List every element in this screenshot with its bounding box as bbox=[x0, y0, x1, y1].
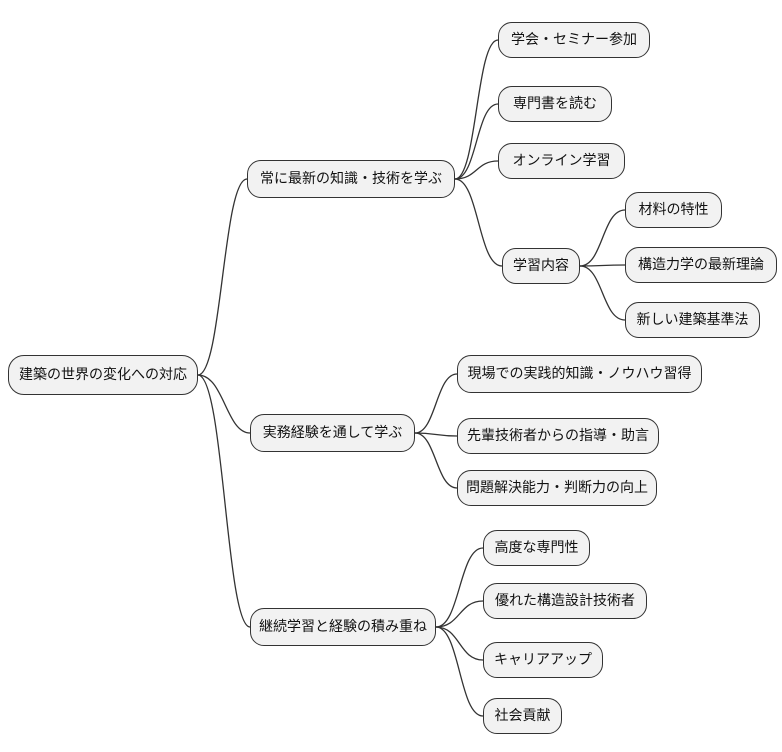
connector-root-to-branch3 bbox=[197, 374, 251, 628]
node-material-properties: 材料の特性 bbox=[625, 192, 722, 228]
connector-root-to-branch1 bbox=[197, 178, 248, 376]
node-senior-engineer-guidance: 先輩技術者からの指導・助言 bbox=[457, 418, 659, 454]
connector-branch3-to-expertise bbox=[435, 547, 484, 628]
connector-root-to-branch2 bbox=[197, 374, 251, 434]
connector-branch1-to-online bbox=[454, 160, 499, 180]
connector-branch3-to-social bbox=[435, 626, 484, 717]
node-continuous-learning-experience: 継続学習と経験の積み重ね bbox=[250, 608, 436, 646]
connector-branch2-to-onsite bbox=[414, 373, 458, 434]
node-onsite-practical-knowhow: 現場での実践的知識・ノウハウ習得 bbox=[457, 355, 702, 393]
node-structural-mechanics-theory: 構造力学の最新理論 bbox=[625, 247, 777, 283]
node-learn-through-practice: 実務経験を通して学ぶ bbox=[250, 414, 415, 452]
node-study-content: 学習内容 bbox=[502, 248, 580, 284]
node-excellent-structural-engineer: 優れた構造設計技術者 bbox=[483, 583, 647, 619]
connector-study-content-to-mechanics bbox=[579, 264, 626, 267]
node-career-advancement: キャリアアップ bbox=[483, 642, 603, 678]
connector-branch3-to-career bbox=[435, 626, 484, 661]
node-new-building-codes: 新しい建築基準法 bbox=[625, 302, 760, 338]
node-problem-solving-judgment: 問題解決能力・判断力の向上 bbox=[457, 470, 657, 506]
node-online-learning: オンライン学習 bbox=[498, 143, 625, 179]
connector-branch1-to-study-content bbox=[454, 178, 503, 267]
node-read-specialized-books: 専門書を読む bbox=[498, 86, 612, 122]
connector-branch1-to-seminar bbox=[454, 39, 499, 180]
connector-branch1-to-books bbox=[454, 103, 499, 180]
connector-branch3-to-engineer bbox=[435, 600, 484, 628]
node-root: 建築の世界の変化への対応 bbox=[8, 355, 198, 395]
connector-study-content-to-materials bbox=[579, 209, 626, 267]
connector-study-content-to-codes bbox=[579, 265, 626, 321]
connector-branch2-to-guidance bbox=[414, 432, 458, 437]
node-advanced-expertise: 高度な専門性 bbox=[483, 530, 590, 566]
connector-branch2-to-problem-solving bbox=[414, 432, 458, 489]
node-social-contribution: 社会貢献 bbox=[483, 698, 562, 734]
node-seminar-participation: 学会・セミナー参加 bbox=[498, 22, 650, 58]
node-learn-latest-knowledge: 常に最新の知識・技術を学ぶ bbox=[247, 160, 455, 198]
